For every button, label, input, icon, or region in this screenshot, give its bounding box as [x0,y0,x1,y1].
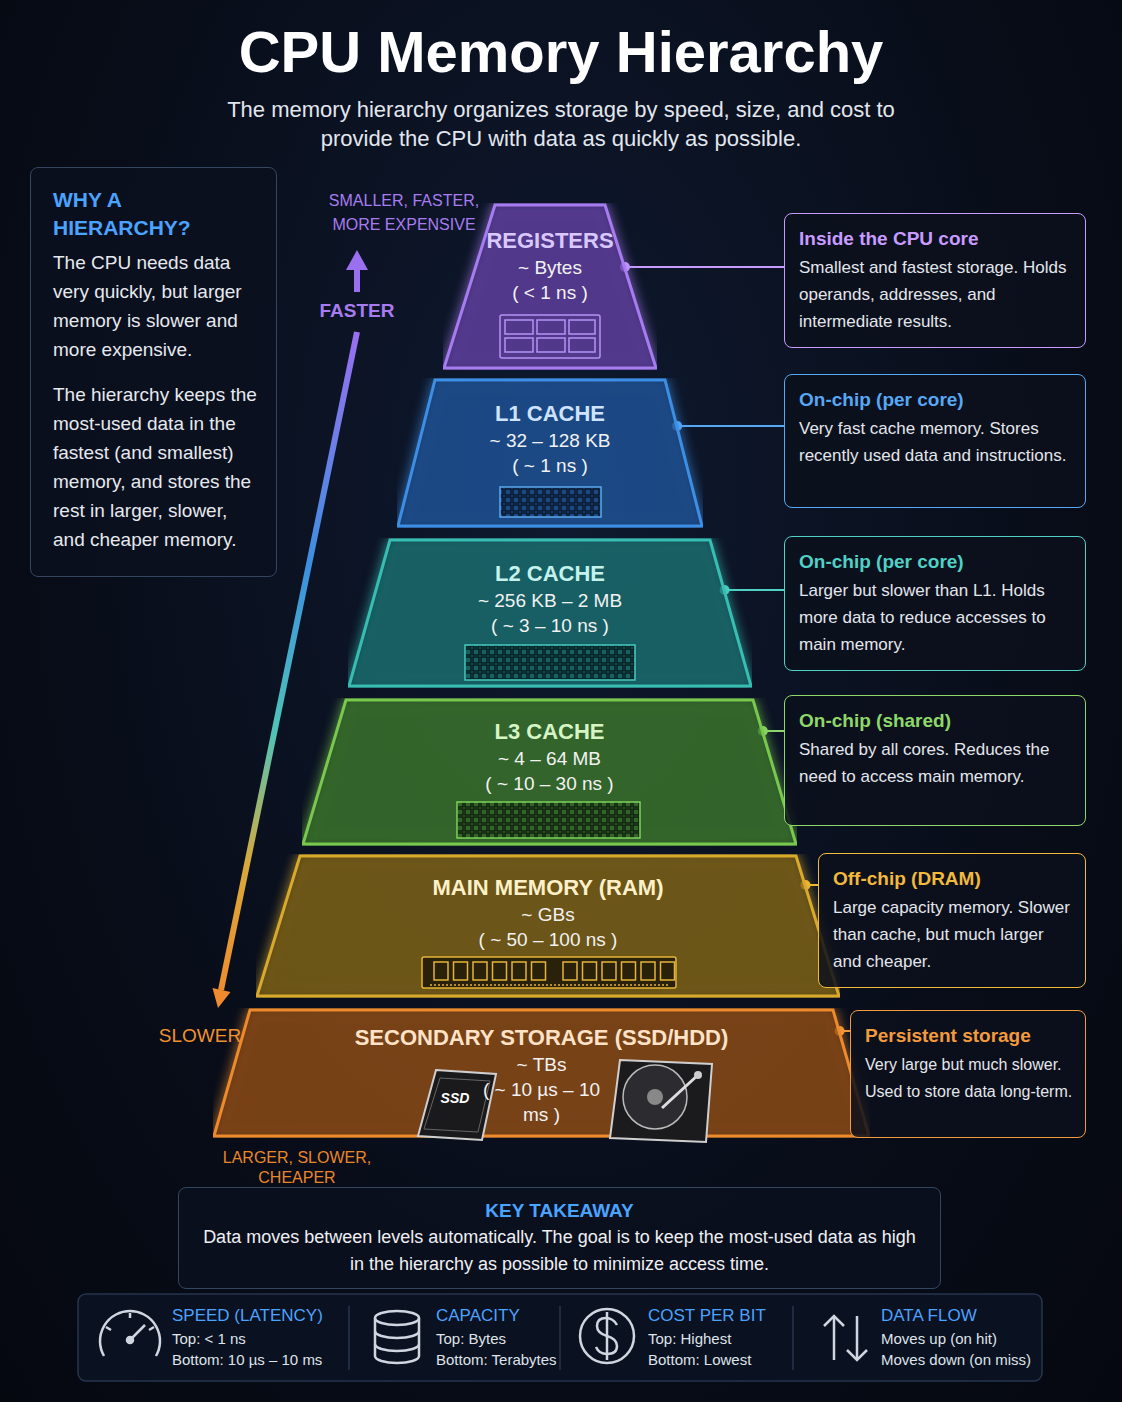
band-latency: ( ~ 10 µs – 10 ms ) [472,1077,612,1127]
info-box: Inside the CPU coreSmallest and fastest … [784,213,1086,348]
box-heading: Persistent storage [865,1023,1073,1049]
cell-heading: DATA FLOW [881,1304,1039,1328]
pyramid-band: MAIN MEMORY (RAM)~ GBs( ~ 50 – 100 ns ) [256,854,840,998]
database-icon [375,1311,419,1363]
box-heading: Off-chip (DRAM) [833,866,1073,892]
box-heading: On-chip (per core) [799,549,1073,575]
strip-separators [349,1306,793,1370]
band-size: ~ Bytes [443,255,657,280]
box-body: Very fast cache memory. Stores recently … [799,415,1073,469]
cell-text: Moves up (on hit) [881,1328,1039,1349]
down-arrowhead [213,988,231,1008]
band-title: MAIN MEMORY (RAM) [256,874,840,902]
box-heading: On-chip (shared) [799,708,1073,734]
box-body: Large capacity memory. Slower than cache… [833,894,1073,975]
axis-label: SLOWER [150,1025,250,1047]
info-box: On-chip (shared)Shared by all cores. Red… [784,695,1086,826]
up-arrow-shaft [354,268,360,292]
pyramid-band: L3 CACHE~ 4 – 64 MB( ~ 10 – 30 ns ) [302,698,797,846]
info-box: On-chip (per core)Very fast cache memory… [784,374,1086,508]
cell-heading: COST PER BIT [648,1304,788,1328]
ram-stick-icon [422,957,676,988]
box-body: Shared by all cores. Reduces the need to… [799,736,1073,790]
band-title: L3 CACHE [302,718,797,746]
trapezoid-outline [397,378,703,528]
box-heading: Inside the CPU core [799,226,1073,252]
dollar-icon [580,1309,634,1363]
band-latency: ( < 1 ns ) [443,280,657,305]
legend-cell: COST PER BITTop: HighestBottom: Lowest [648,1304,788,1370]
pyramid-band: L1 CACHE~ 32 – 128 KB( ~ 1 ns ) [397,378,703,528]
band-latency: ( ~ 50 – 100 ns ) [256,927,840,952]
info-box: Persistent storageVery large but much sl… [850,1010,1086,1138]
cell-text: Bottom: 10 µs – 10 ms [172,1349,344,1370]
box-body: Smallest and fastest storage. Holds oper… [799,254,1073,335]
info-box: On-chip (per core)Larger but slower than… [784,536,1086,671]
l3-chip-icon [457,802,640,838]
box-heading: WHY A HIERARCHY? [53,186,258,242]
band-size: ~ 4 – 64 MB [302,746,797,771]
axis-label: FASTER [297,300,417,322]
band-latency: ( ~ 3 – 10 ns ) [348,613,752,638]
gradient-arrow [221,332,357,990]
band-title: SECONDARY STORAGE (SSD/HDD) [213,1024,870,1052]
cell-text: Bottom: Lowest [648,1349,788,1370]
band-size: ~ TBs [213,1052,870,1077]
ssd-icon [418,1070,496,1140]
legend-strip [78,1294,1042,1381]
pyramid-band: SECONDARY STORAGE (SSD/HDD)~ TBs( ~ 10 µ… [213,1008,870,1138]
pyramid-band: L2 CACHE~ 256 KB – 2 MB( ~ 3 – 10 ns ) [348,538,752,688]
cell-text: Top: Highest [648,1328,788,1349]
band-title: L1 CACHE [397,400,703,428]
icon-label: SSD [433,1090,477,1106]
band-size: ~ GBs [256,902,840,927]
leader-line [720,585,784,595]
band-title: L2 CACHE [348,560,752,588]
legend-cell: DATA FLOWMoves up (on hit)Moves down (on… [881,1304,1039,1370]
register-icon [500,315,600,358]
subtitle: The memory hierarchy organizes storage b… [216,95,906,153]
box-body: Data moves between levels automatically.… [199,1224,920,1278]
trapezoid-outline [348,538,752,688]
l2-chip-icon [465,645,635,680]
up-arrowhead [346,250,368,270]
cell-text: Bottom: Terabytes [436,1349,556,1370]
band-size: ~ 32 – 128 KB [397,428,703,453]
axis-label: LARGER, SLOWER, CHEAPER [212,1148,382,1188]
info-box: KEY TAKEAWAYData moves between levels au… [178,1187,941,1289]
info-box: WHY A HIERARCHY? The CPU needs data very … [30,167,277,577]
box-body: Very large but much slower. Used to stor… [865,1051,1073,1105]
legend-cell: CAPACITYTop: BytesBottom: Terabytes [436,1304,556,1370]
title: CPU Memory Hierarchy [0,18,1122,85]
box-heading: On-chip (per core) [799,387,1073,413]
cell-heading: SPEED (LATENCY) [172,1304,344,1328]
l1-chip-icon [500,487,601,517]
band-latency: ( ~ 1 ns ) [397,453,703,478]
leader-line [620,262,784,272]
band-latency: ( ~ 10 – 30 ns ) [302,771,797,796]
hdd-icon [610,1060,712,1142]
band-size: ~ 256 KB – 2 MB [348,588,752,613]
cell-text: Moves down (on miss) [881,1349,1039,1370]
box-body: The hierarchy keeps the most-used data i… [53,380,258,554]
updown-arrows-icon [824,1316,867,1360]
cell-text: Top: Bytes [436,1328,556,1349]
cell-text: Top: < 1 ns [172,1328,344,1349]
leader-line [672,421,784,431]
box-body: The CPU needs data very quickly, but lar… [53,248,258,364]
axis-label: SMALLER, FASTER, MORE EXPENSIVE [318,189,490,237]
cell-heading: CAPACITY [436,1304,556,1328]
box-body: Larger but slower than L1. Holds more da… [799,577,1073,658]
info-box: Off-chip (DRAM)Large capacity memory. Sl… [818,853,1086,988]
gauge-icon [100,1311,160,1356]
box-heading: KEY TAKEAWAY [199,1198,920,1224]
legend-cell: SPEED (LATENCY)Top: < 1 nsBottom: 10 µs … [172,1304,344,1370]
